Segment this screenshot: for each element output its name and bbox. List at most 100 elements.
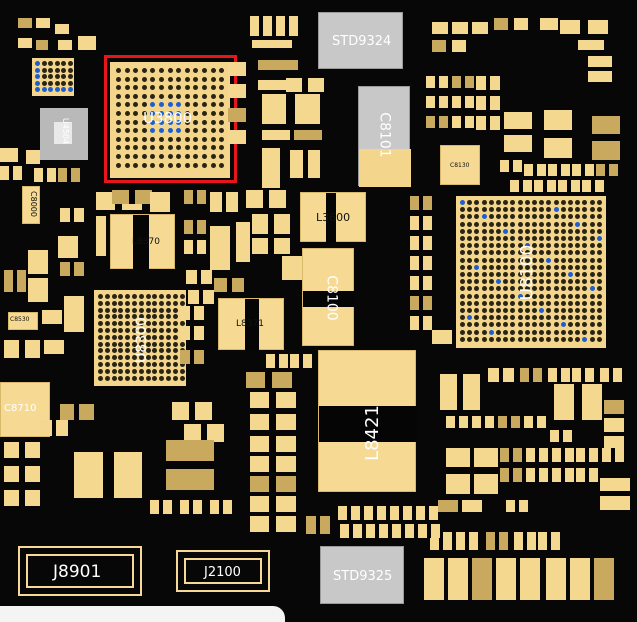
bga-ball <box>124 136 130 142</box>
bga-ball <box>111 375 117 381</box>
bga-ball <box>503 207 509 213</box>
passive-pad <box>74 452 142 498</box>
bga-ball <box>159 93 164 99</box>
component-j2100[interactable] <box>176 550 270 592</box>
passive-pad <box>250 16 272 36</box>
pad-divider <box>535 468 539 482</box>
bga-ball <box>582 257 588 263</box>
bga-ball <box>61 80 66 86</box>
bga-ball <box>496 322 501 328</box>
bga-ball <box>503 308 509 313</box>
bga-ball <box>553 214 559 220</box>
bga-ball <box>488 300 494 306</box>
bga-ball <box>118 368 124 374</box>
bga-ball <box>488 228 494 234</box>
bga-ball <box>524 214 530 220</box>
bga-ball <box>488 279 494 285</box>
bga-ball <box>575 207 581 213</box>
bga-ball <box>41 74 47 79</box>
bga-ball <box>532 329 537 335</box>
passive-pad <box>258 60 298 70</box>
passive-pad <box>0 148 18 162</box>
bga-ball <box>517 308 523 313</box>
bga-ball <box>596 308 602 313</box>
pad-divider <box>197 270 201 284</box>
bga-ball <box>539 322 545 328</box>
bga-ball <box>125 300 131 306</box>
bga-ball <box>589 221 595 227</box>
component-u8100[interactable] <box>456 196 606 348</box>
selection-highlight-u3800 <box>104 55 237 183</box>
passive-pad <box>290 354 312 368</box>
pad-divider <box>474 467 498 474</box>
bga-ball <box>159 128 164 134</box>
bga-ball <box>532 214 537 220</box>
component-l8421[interactable] <box>318 350 417 492</box>
passive-pad <box>432 40 446 52</box>
bga-ball <box>481 264 487 270</box>
component-j8901[interactable] <box>18 546 142 596</box>
bga-ball <box>503 293 509 299</box>
bga-ball <box>210 93 216 99</box>
bga-ball <box>118 307 124 313</box>
component-c8100[interactable] <box>302 248 355 346</box>
bga-ball <box>116 128 121 134</box>
bga-ball <box>159 154 164 159</box>
passive-pad <box>390 506 412 520</box>
bga-ball <box>568 228 573 234</box>
component-u8300[interactable] <box>94 290 186 386</box>
pad-divider <box>9 166 13 180</box>
component-l3600[interactable] <box>300 192 366 243</box>
component-label-u8100: U8100 <box>517 244 538 301</box>
bga-ball <box>488 207 494 213</box>
bga-ball <box>179 362 185 367</box>
component-c8130[interactable] <box>440 145 480 185</box>
component-std9324[interactable]: STD9324 <box>318 12 403 69</box>
component-c8101[interactable] <box>358 86 411 187</box>
pad-divider <box>190 350 194 364</box>
pad-divider <box>269 456 276 472</box>
pad-divider <box>567 180 571 192</box>
passive-pad <box>55 24 69 34</box>
bga-ball <box>517 286 523 292</box>
bga-ball <box>488 264 494 270</box>
component-l8370[interactable] <box>110 214 175 270</box>
bga-ball <box>210 162 216 168</box>
bga-ball <box>582 315 588 321</box>
pad-divider <box>585 448 589 462</box>
component-l8371[interactable] <box>218 298 284 351</box>
component-label-std9325: STD9325 <box>333 569 393 584</box>
bga-ball <box>467 315 473 321</box>
bga-ball <box>496 250 501 256</box>
pad-divider <box>581 164 585 176</box>
bga-ball <box>517 228 523 234</box>
bga-ball <box>575 214 581 220</box>
bga-ball <box>219 68 225 73</box>
component-c8530[interactable] <box>8 312 38 330</box>
passive-pad <box>456 532 478 550</box>
bga-ball <box>481 221 487 227</box>
component-std9325[interactable]: STD9325 <box>320 546 404 604</box>
bga-ball <box>481 336 487 342</box>
small-bga-top-left[interactable] <box>32 58 74 96</box>
pad-divider <box>349 524 353 538</box>
bga-ball <box>474 308 480 313</box>
bga-ball <box>496 221 501 227</box>
bga-ball <box>582 243 588 249</box>
passive-pad <box>550 430 572 442</box>
passive-pad <box>250 436 296 452</box>
passive-pad <box>424 558 444 600</box>
bga-ball <box>503 257 509 263</box>
passive-pad <box>266 354 288 368</box>
bga-ball <box>150 136 156 142</box>
passive-pad <box>438 500 458 512</box>
passive-pad <box>250 496 296 512</box>
bga-ball <box>546 221 552 227</box>
component-u4504[interactable] <box>40 108 88 160</box>
bga-ball <box>152 294 158 299</box>
component-label-l8371: L8371 <box>236 319 264 329</box>
component-c8000[interactable] <box>22 186 40 224</box>
bga-ball <box>118 341 124 347</box>
component-u3800[interactable] <box>110 62 230 178</box>
